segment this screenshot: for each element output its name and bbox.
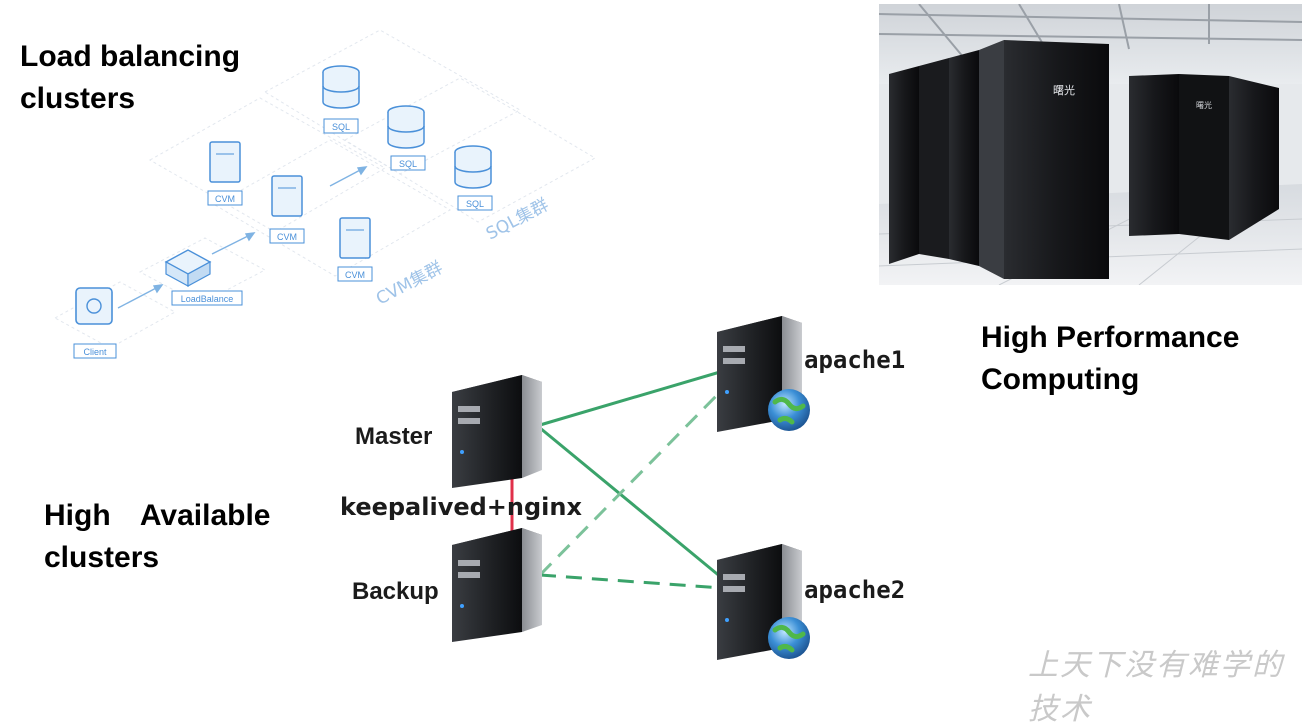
brand-label: 曙光	[1053, 83, 1075, 97]
globe-icon	[768, 389, 810, 431]
sql-node-1: SQL	[322, 65, 360, 134]
cvm-zone-a	[148, 97, 387, 233]
link-master-apache2	[539, 426, 723, 580]
server-led-icon	[725, 390, 729, 394]
cvm-label-box	[207, 190, 243, 206]
globe-land-icon	[772, 396, 806, 425]
client-label-box	[73, 343, 117, 359]
apache1-label: apache1	[804, 346, 906, 374]
high-available-title: High Available clusters	[44, 495, 271, 579]
server-drive-icon	[458, 406, 480, 412]
high-available-title-line1: High Available	[44, 499, 271, 532]
server-drive-icon	[458, 572, 480, 578]
server-drive-icon	[458, 560, 480, 566]
client-screen-icon	[86, 298, 102, 314]
client-label: Client	[83, 347, 107, 357]
database-ring-icon	[454, 165, 492, 173]
master-server	[452, 375, 542, 488]
server-drive-icon	[723, 586, 745, 592]
link-backup-apache2	[539, 573, 723, 590]
load-balancing-title: Load balancing clusters	[20, 36, 240, 120]
globe-land-icon	[772, 624, 806, 653]
master-label: Master	[355, 423, 433, 450]
cvm-node-2: CVM	[269, 175, 305, 244]
cable-tray	[879, 4, 1302, 65]
server-side	[522, 375, 542, 478]
database-body-icon	[454, 152, 492, 189]
cvm-node-1: CVM	[207, 141, 243, 206]
watermark: 上天下没有难学的技术	[1028, 648, 1284, 727]
server-icon	[717, 316, 782, 432]
apache2-server	[717, 544, 810, 660]
database-body-icon	[387, 112, 425, 149]
server-icon	[717, 544, 782, 660]
load-balancing-diagram: Client LoadBalance CVM CVM CVM SQL	[53, 29, 597, 359]
server-drive-icon	[723, 574, 745, 580]
arrow-head-cvm-sql	[356, 166, 368, 176]
server-drive-icon	[723, 358, 745, 364]
link-backup-apache1	[538, 388, 724, 577]
sql-label: SQL	[466, 199, 484, 209]
cabinet-row-left	[889, 50, 979, 266]
loadbalance-node: LoadBalance	[164, 249, 243, 306]
cvm-node-3: CVM	[337, 217, 373, 282]
arrow-cvm-sql	[329, 167, 365, 187]
high-performance-title: High Performance Computing	[981, 317, 1239, 401]
sql-label-box	[457, 195, 493, 211]
server-drive-icon	[723, 346, 745, 352]
high-performance-title-line2: Computing	[981, 363, 1140, 396]
backup-server	[452, 528, 542, 642]
database-body-icon	[322, 72, 360, 109]
cvm-label-box	[337, 266, 373, 282]
loadbalance-label: LoadBalance	[181, 294, 234, 304]
server-led-icon	[460, 604, 464, 608]
cvm-zone-b	[214, 139, 451, 277]
arrow-lb-cvm	[211, 233, 253, 255]
sql-label-box	[390, 155, 426, 171]
sql-label-box	[323, 118, 359, 134]
database-ring-icon	[387, 125, 425, 133]
lb-zone	[138, 237, 267, 305]
high-available-diagram	[452, 316, 810, 660]
datacenter-photo: 曙光 曙光	[879, 4, 1302, 285]
arrow-head-client-lb	[152, 284, 164, 294]
server-side	[522, 528, 542, 632]
database-ring-icon	[322, 85, 360, 93]
server-icon	[452, 375, 522, 488]
keepalived-label: keepalived+nginx	[340, 493, 582, 521]
server-icon	[452, 528, 522, 642]
brand-label-small: 曙光	[1196, 100, 1212, 110]
server-drive-icon	[458, 418, 480, 424]
backup-label: Backup	[352, 578, 439, 605]
arrow-head-lb-cvm	[244, 232, 256, 242]
loadbalance-icon-right	[187, 260, 211, 288]
load-balancing-title-line2: clusters	[20, 82, 136, 115]
cabinet-main: 曙光	[979, 40, 1109, 279]
apache1-server	[717, 316, 810, 432]
link-master-apache1	[539, 370, 721, 427]
apache2-label: apache2	[804, 576, 906, 604]
cabinet-row-right: 曙光	[1129, 74, 1279, 240]
sql-label: SQL	[332, 122, 350, 132]
cvm-label-box	[269, 228, 305, 244]
server-icon	[209, 141, 241, 183]
globe-icon	[768, 617, 810, 659]
server-icon	[339, 217, 371, 259]
server-led-icon	[460, 450, 464, 454]
arrow-client-lb	[117, 285, 161, 309]
sql-label: SQL	[399, 159, 417, 169]
server-led-icon	[725, 618, 729, 622]
server-icon	[271, 175, 303, 217]
sql-node-3: SQL	[454, 145, 493, 211]
client-node: Client	[73, 287, 117, 359]
cvm-label: CVM	[345, 270, 365, 280]
cvm-label: CVM	[215, 194, 235, 204]
monitor-icon	[75, 287, 113, 325]
high-performance-title-line1: High Performance	[981, 321, 1240, 354]
high-available-title-line2: clusters	[44, 541, 160, 574]
load-balancing-title-line1: Load balancing	[20, 40, 241, 73]
loadbalance-label-box	[171, 290, 243, 306]
cvm-label: CVM	[277, 232, 297, 242]
sql-node-2: SQL	[387, 105, 426, 171]
